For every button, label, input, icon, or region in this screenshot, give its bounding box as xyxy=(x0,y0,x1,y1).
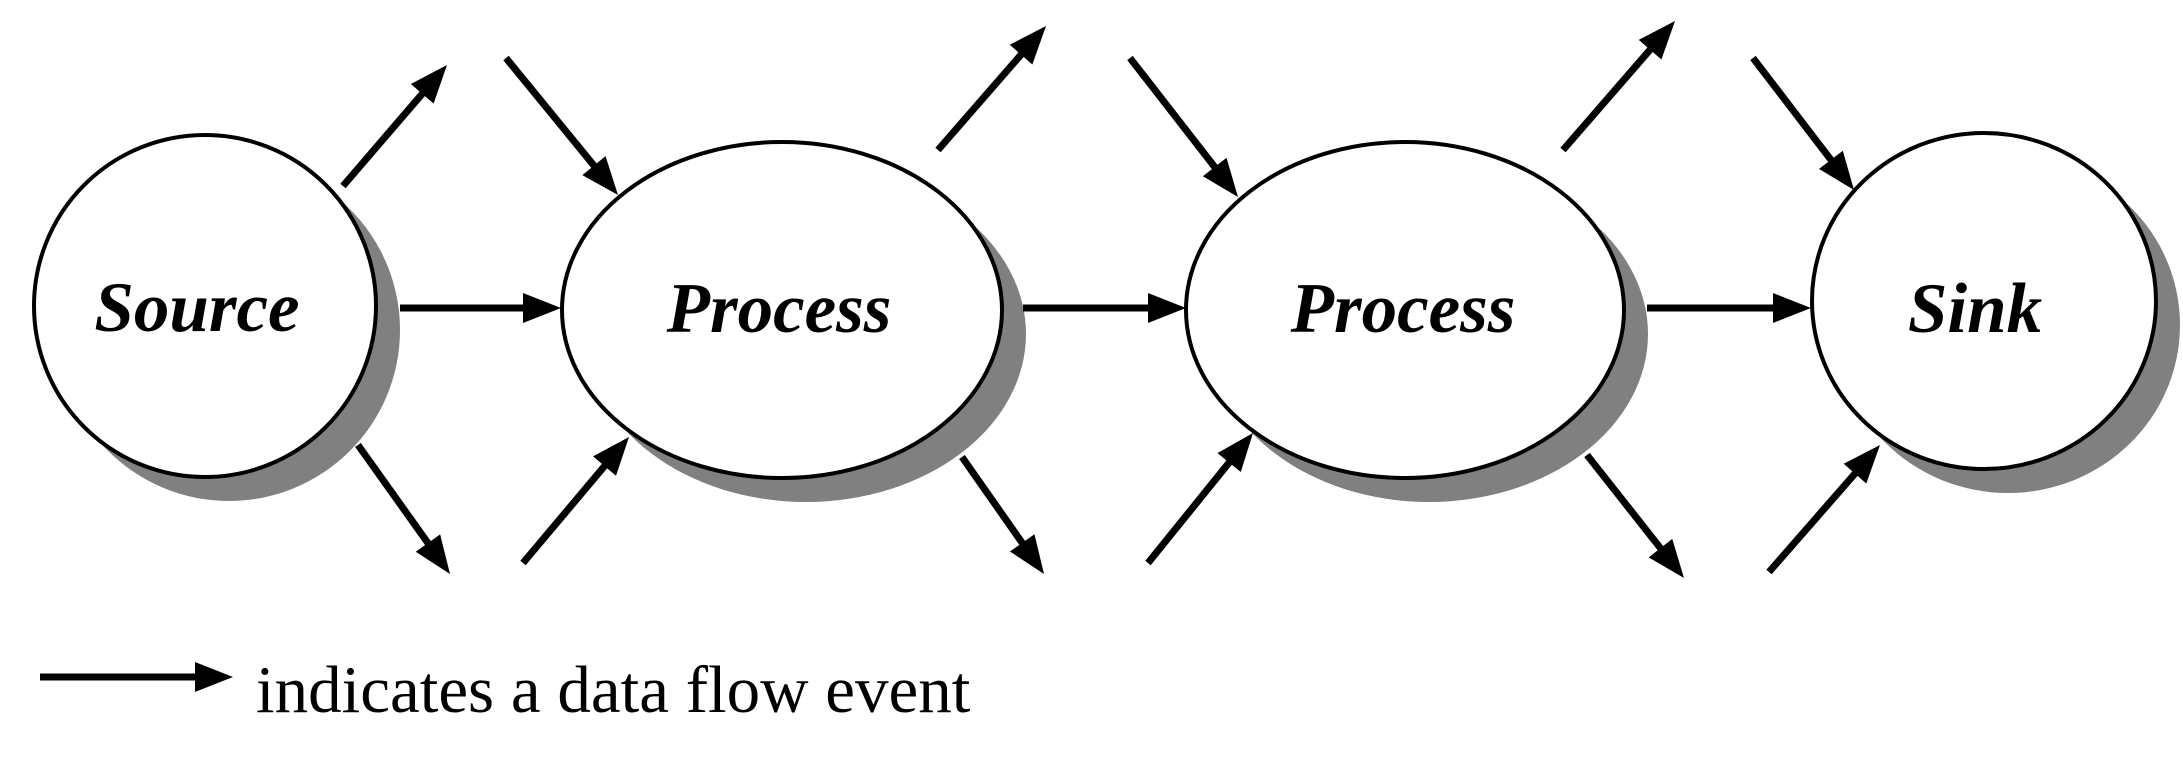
arrowhead-icon xyxy=(1148,293,1186,323)
nodes: Source Process Process Sink xyxy=(32,131,2158,480)
arrowhead-icon xyxy=(1217,433,1253,472)
flow-arrow-source-out-upper-right xyxy=(340,65,447,189)
arrow-shaft xyxy=(355,442,432,547)
legend-text: indicates a data flow event xyxy=(256,653,971,727)
flow-arrow-process1-out-upper-right xyxy=(935,26,1046,153)
flow-arrow-sink-in-upper-left xyxy=(1750,55,1854,190)
arrow-shaft xyxy=(1750,55,1835,164)
flow-arrow-process1-in-upper-left xyxy=(503,55,618,195)
flow-arrow-process2-out-lower-right xyxy=(1584,452,1684,578)
arrowhead-icon xyxy=(523,293,561,323)
arrow-shaft xyxy=(1766,469,1859,575)
flow-arrow-process1-out-lower-right xyxy=(959,454,1044,574)
flow-arrow-sink-in-lower-left xyxy=(1766,445,1880,575)
arrowhead-icon xyxy=(1648,538,1684,578)
source-label: Source xyxy=(94,269,299,347)
node-process-1: Process xyxy=(560,140,1004,480)
process-1-ellipse xyxy=(560,140,1004,480)
arrowhead-icon xyxy=(582,156,618,195)
arrow-shaft xyxy=(520,462,609,566)
arrow-shaft xyxy=(503,55,598,170)
node-process-2: Process xyxy=(1184,140,1626,480)
arrowhead-icon xyxy=(415,534,450,574)
edge-arrow-process2-to-sink xyxy=(1647,293,1811,323)
arrowhead-icon xyxy=(195,662,233,692)
process-2-label: Process xyxy=(1290,270,1516,348)
source-circle xyxy=(32,133,378,479)
arrowhead-icon xyxy=(1009,534,1044,574)
flow-arrow-process2-in-upper-left xyxy=(1127,55,1238,197)
flow-arrows xyxy=(340,21,1880,578)
arrow-shaft xyxy=(1145,458,1234,566)
sink-label: Sink xyxy=(1908,270,2042,348)
legend-arrow xyxy=(40,662,233,692)
arrow-shaft xyxy=(1127,55,1219,171)
arrowhead-icon xyxy=(1843,445,1880,484)
arrowhead-icon xyxy=(1818,150,1854,190)
process-2-ellipse xyxy=(1184,140,1626,480)
flow-arrow-process2-out-upper-right xyxy=(1560,21,1675,153)
arrowhead-icon xyxy=(1009,26,1046,65)
arrow-shaft xyxy=(340,90,427,189)
edge-arrow-process1-to-process2 xyxy=(1023,293,1186,323)
node-sink: Sink xyxy=(1810,131,2158,471)
arrow-shaft xyxy=(935,50,1025,153)
flow-arrow-source-out-lower-right xyxy=(355,442,450,574)
arrow-shaft xyxy=(1584,452,1665,552)
arrowhead-icon xyxy=(1773,293,1811,323)
arrowhead-icon xyxy=(1202,157,1238,197)
process-1-label: Process xyxy=(666,270,892,348)
sink-circle xyxy=(1810,131,2158,471)
flow-arrow-process2-in-lower-left xyxy=(1145,433,1253,566)
arrowhead-icon xyxy=(593,437,629,476)
arrow-shaft xyxy=(959,454,1027,547)
arrow-shaft xyxy=(1560,45,1655,153)
flow-arrow-process1-in-lower-left xyxy=(520,437,629,566)
legend: indicates a data flow event xyxy=(40,653,971,727)
node-source: Source xyxy=(32,133,378,479)
arrowhead-icon xyxy=(410,65,447,104)
legend-arrow-icon xyxy=(40,662,233,692)
arrowhead-icon xyxy=(1638,21,1675,60)
edge-arrow-source-to-process1 xyxy=(400,293,561,323)
